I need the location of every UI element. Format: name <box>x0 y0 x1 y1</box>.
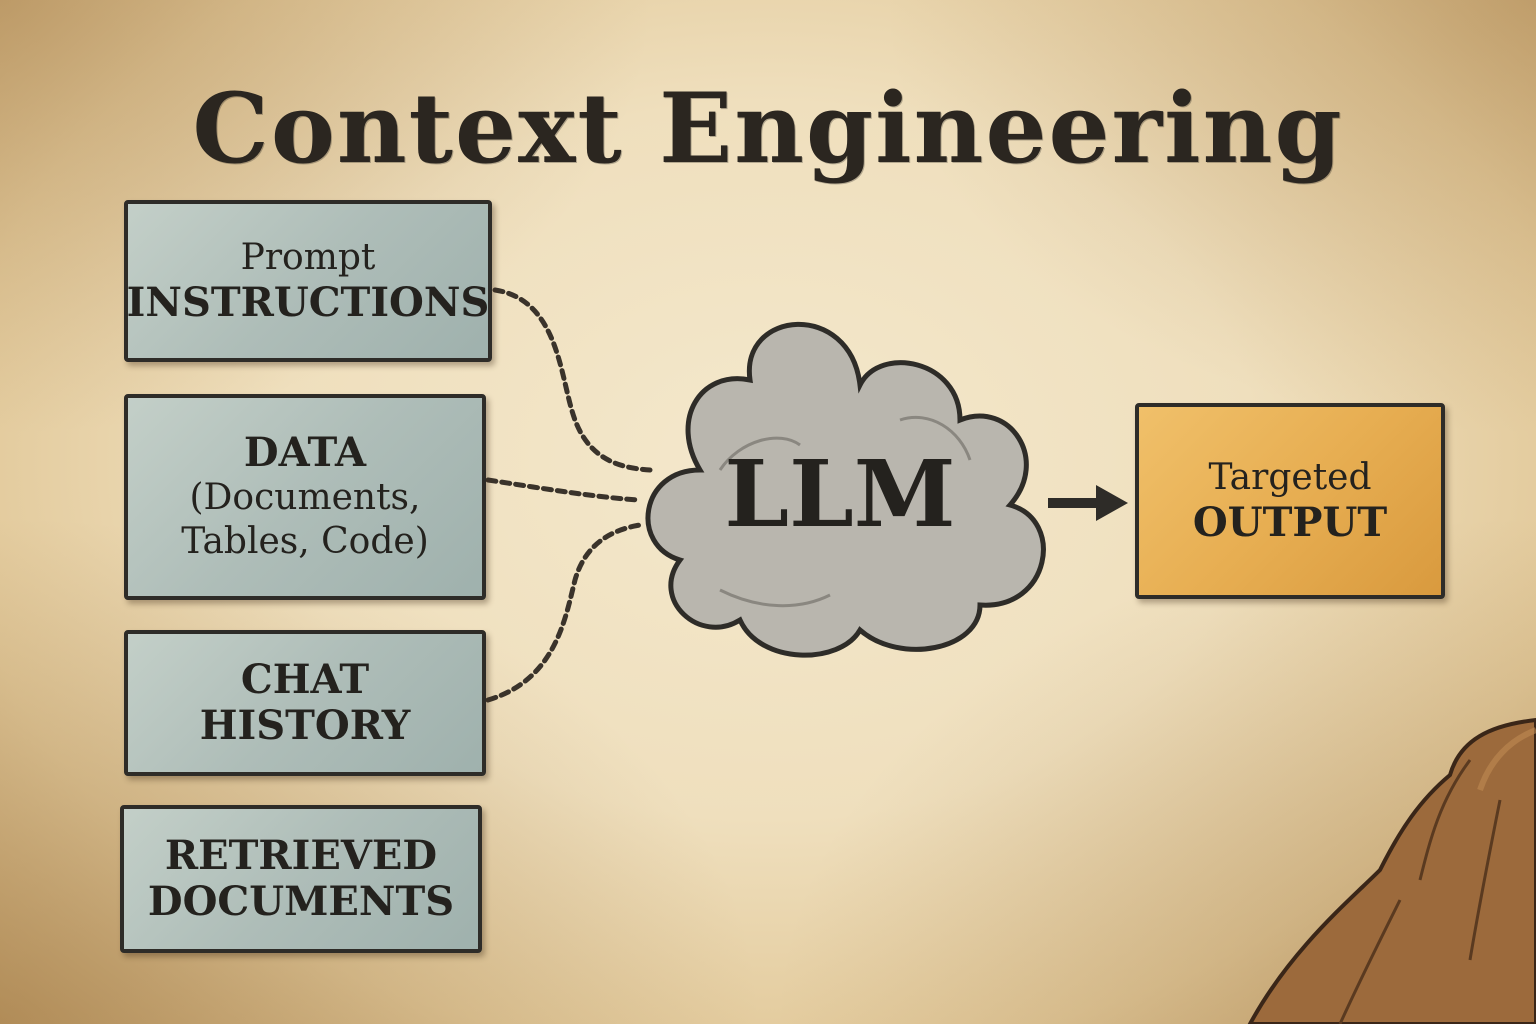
input-box-line: DATA <box>243 429 367 476</box>
input-box-chat-history: CHAT HISTORY <box>124 630 486 776</box>
output-box-targeted-output: Targeted OUTPUT <box>1135 403 1445 599</box>
llm-label: LLM <box>724 440 956 548</box>
input-box-line: Prompt <box>240 237 376 278</box>
output-box-line: OUTPUT <box>1192 499 1388 546</box>
page-title: Context Engineering <box>192 72 1344 185</box>
llm-cloud <box>645 321 1046 658</box>
connector-chat <box>485 522 643 703</box>
output-box-line: Targeted <box>1208 457 1372 498</box>
input-box-line: (Documents, <box>189 477 421 518</box>
input-box-line: Tables, Code) <box>181 521 429 562</box>
input-box-data: DATA (Documents, Tables, Code) <box>124 394 486 600</box>
input-box-retrieved-documents: RETRIEVED DOCUMENTS <box>120 805 482 953</box>
connector-prompt <box>492 287 653 473</box>
input-box-line: HISTORY <box>199 702 411 749</box>
input-box-prompt-instructions: Prompt INSTRUCTIONS <box>124 200 492 362</box>
output-arrow <box>1048 485 1128 521</box>
input-box-line: DOCUMENTS <box>147 878 455 925</box>
input-box-line: RETRIEVED <box>164 832 438 879</box>
connector-data <box>485 477 643 503</box>
input-box-line: INSTRUCTIONS <box>126 279 490 326</box>
rock-decoration <box>1247 717 1536 1024</box>
input-box-line: CHAT <box>240 656 370 703</box>
